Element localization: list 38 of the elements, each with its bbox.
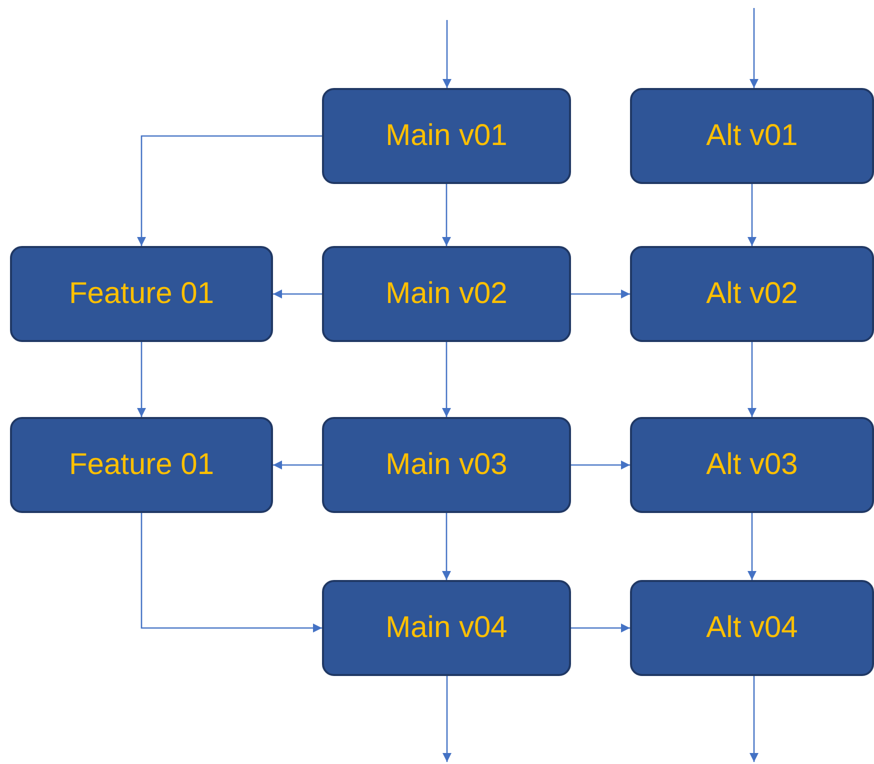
process-box: [10, 246, 273, 342]
arrow: [273, 460, 322, 470]
box-label: Alt v02: [706, 277, 798, 311]
process-box: [322, 580, 571, 676]
arrow: [748, 513, 756, 580]
process-box: [322, 246, 571, 342]
box-label: Main v03: [386, 448, 508, 482]
box-label: Main v02: [386, 277, 508, 311]
arrow: [748, 342, 756, 417]
box-label: Feature 01: [68, 448, 214, 482]
box-label: Alt v03: [706, 448, 798, 482]
process-box: [10, 417, 273, 513]
arrow: [442, 184, 451, 246]
box-label: Main v04: [386, 611, 508, 645]
process-box: [630, 417, 874, 513]
arrow: [442, 513, 451, 580]
arrow: [750, 676, 758, 762]
arrow: [137, 135, 322, 246]
process-box: [630, 246, 874, 342]
arrow: [140, 513, 322, 632]
arrow: [571, 624, 630, 632]
process-box: [322, 88, 571, 184]
arrow: [442, 676, 452, 762]
process-box: [322, 417, 571, 513]
arrow: [748, 184, 756, 246]
process-box: [630, 580, 874, 676]
box-label: Alt v01: [706, 119, 798, 153]
box-label: Alt v04: [706, 611, 798, 645]
arrow: [137, 342, 146, 417]
arrow: [442, 20, 452, 88]
arrow: [571, 460, 630, 470]
arrow: [750, 8, 758, 88]
box-label: Feature 01: [68, 277, 214, 311]
arrow: [571, 290, 630, 298]
arrow: [273, 290, 322, 298]
box-label: Main v01: [386, 119, 508, 153]
arrow: [442, 342, 451, 417]
process-box: [630, 88, 874, 184]
